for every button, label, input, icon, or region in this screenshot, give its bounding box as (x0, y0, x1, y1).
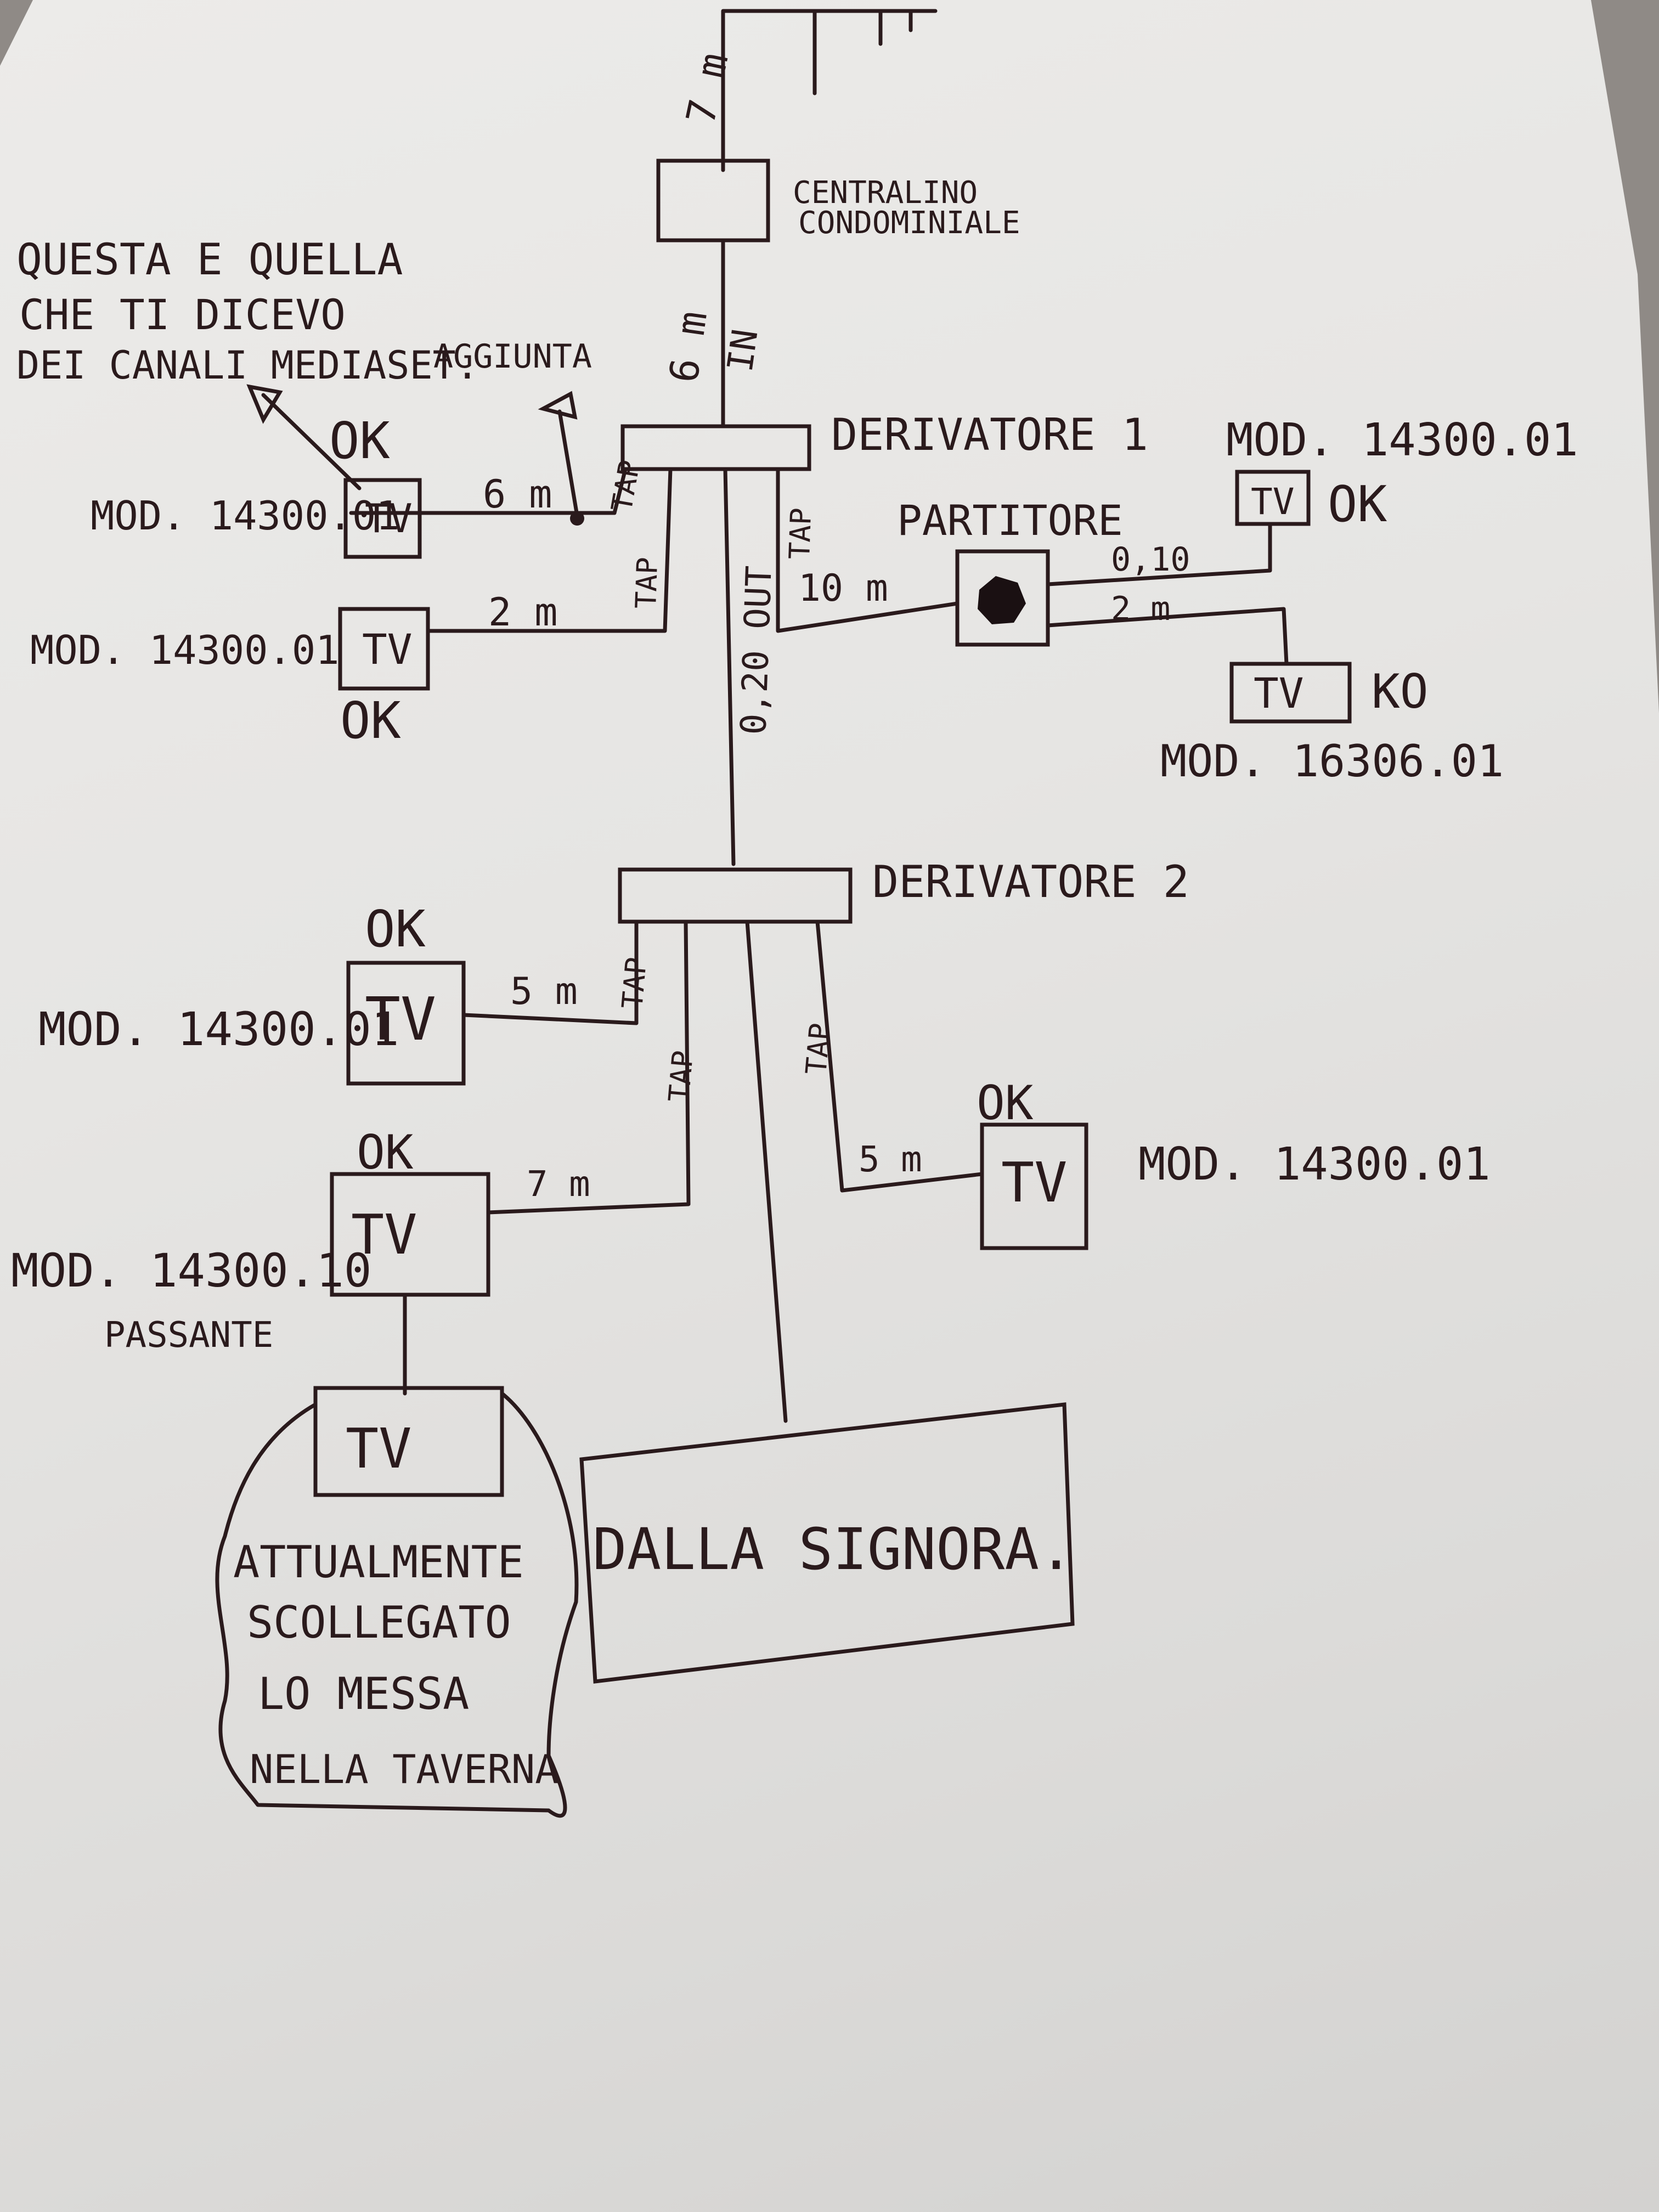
derivatore2-tap2-label: TAP (663, 1049, 700, 1103)
tv-d2-left1-box (346, 961, 466, 1086)
derivatore1-tap2-label: TAP (630, 556, 664, 609)
note-line3: DEI CANALI MEDIASET. (16, 343, 479, 388)
tv-d2-right-label: TV (1001, 1150, 1067, 1215)
tv-d1-mid-left-status: OK (340, 691, 401, 750)
tv-d2-right-status: OK (977, 1076, 1034, 1131)
derivatore2-tap1-label: TAP (616, 956, 653, 1010)
tv-d2-left2-box (330, 1172, 490, 1297)
derivatore2-label: DERIVATORE 2 (872, 856, 1189, 907)
taverna-line3: LO MESSA (258, 1668, 469, 1719)
partitore-to-tv-top-cable (1046, 522, 1272, 586)
derivatore2-tap1-cable (461, 919, 639, 1025)
derivatore2-box (618, 867, 853, 924)
derivatore2-tap3-cable (815, 919, 984, 1193)
tv-d1-top-left-status: OK (329, 411, 390, 470)
tv-d2-left1-status: OK (365, 900, 426, 958)
centralino-cable-length: 6 m (661, 308, 716, 385)
taverna-outline (215, 1391, 579, 1818)
derivatore1-tap2-cable (426, 467, 673, 633)
derivatore2-tap3-label: TAP (800, 1022, 837, 1076)
tv-taverna-box (313, 1386, 504, 1497)
tv-d2-left1-cable: 5 m (510, 970, 578, 1013)
partitore-cable-in: 10 m (798, 567, 888, 610)
derivatore2-out-cable (745, 919, 788, 1423)
partitore-cable-out-top: 0,10 (1111, 540, 1190, 579)
tv-d2-left1-label: TV (365, 985, 436, 1054)
tv-d2-left2-extra: PASSANTE (104, 1315, 273, 1356)
note-line1: QUESTA E QUELLA (16, 235, 403, 285)
derivatore1-out-label: 0,20 OUT (733, 565, 780, 736)
derivatore1-tap3-cable (776, 467, 960, 633)
tv-d2-left2-model: MOD. 14300.10 (11, 1244, 371, 1297)
centralino-label-line1: CENTRALINO (793, 175, 978, 211)
tv-d2-left2-status: OK (357, 1125, 414, 1180)
signora-box (579, 1402, 1075, 1684)
partitore-core-icon (978, 576, 1026, 624)
centralino-box (656, 159, 770, 242)
tv-partitore-top-model: MOD. 14300.01 (1226, 414, 1578, 466)
tv-d1-mid-left-box (338, 607, 430, 691)
tv-partitore-top-label: TV (1251, 481, 1294, 523)
tv-partitore-bottom-box (1229, 662, 1352, 724)
tv-d1-top-left-label: TV (365, 495, 413, 541)
derivatore1-tap1-cable (349, 467, 628, 515)
tv-partitore-bottom-model: MOD. 16306.01 (1160, 736, 1504, 787)
taverna-line1: ATTUALMENTE (233, 1537, 524, 1588)
taverna-line2: SCOLLEGATO (247, 1597, 511, 1648)
tv-d1-mid-left-model: MOD. 14300.01 (30, 627, 340, 673)
centralino-in-label: IN (720, 327, 766, 375)
tv-d1-top-left-model: MOD. 14300.01 (91, 493, 400, 539)
tv-d2-left1-model: MOD. 14300.01 (38, 1002, 399, 1056)
note-arrow-icon (246, 384, 362, 490)
derivatore1-box (620, 424, 811, 471)
partitore-cable-out-bottom: 2 m (1111, 590, 1170, 628)
derivatore1-tap3-label: TAP (783, 507, 818, 560)
partitore-label: PARTITORE (897, 496, 1123, 545)
tv-d1-mid-left-label: TV (362, 625, 413, 674)
antenna-cable-length: 7 m (677, 49, 737, 128)
centralino-label-line2: CONDOMINIALE (798, 205, 1020, 241)
tv-d2-left2-cable: 7 m (527, 1164, 590, 1205)
signora-label: DALLA SIGNORA. (592, 1516, 1074, 1583)
tv-partitore-bottom-status: KO (1372, 664, 1429, 719)
tv-d2-right-cable: 5 m (859, 1139, 922, 1180)
tv-d2-right-box (980, 1122, 1088, 1250)
tv-d2-right-model: MOD. 14300.01 (1138, 1138, 1491, 1190)
partitore-box (955, 549, 1050, 647)
note-line2: CHE TI DICEVO (19, 290, 346, 339)
derivatore1-tap1-label: TAP (606, 458, 647, 514)
partitore-to-tv-bottom-cable (1046, 607, 1289, 666)
tv-partitore-top-box (1235, 470, 1311, 526)
tv-d2-left2-label: TV (351, 1203, 417, 1267)
derivatore1-tv-mid-left-cable: 2 m (488, 590, 557, 635)
derivatore1-tv-top-left-cable: 6 m (483, 472, 552, 517)
derivatore1-out-cable (723, 467, 736, 866)
note-aggiunta: AGGIUNTA (433, 337, 592, 376)
tv-taverna-label: TV (346, 1417, 411, 1481)
tv-d1-top-left-box (343, 478, 422, 559)
derivatore2-tap2-cable (486, 919, 691, 1215)
antenna-icon (721, 9, 938, 172)
taverna-line4: NELLA TAVERNA (250, 1746, 559, 1792)
tv-partitore-top-status: OK (1328, 476, 1387, 533)
derivatore1-label: DERIVATORE 1 (831, 409, 1148, 460)
tv-partitore-bottom-label: TV (1254, 669, 1304, 718)
